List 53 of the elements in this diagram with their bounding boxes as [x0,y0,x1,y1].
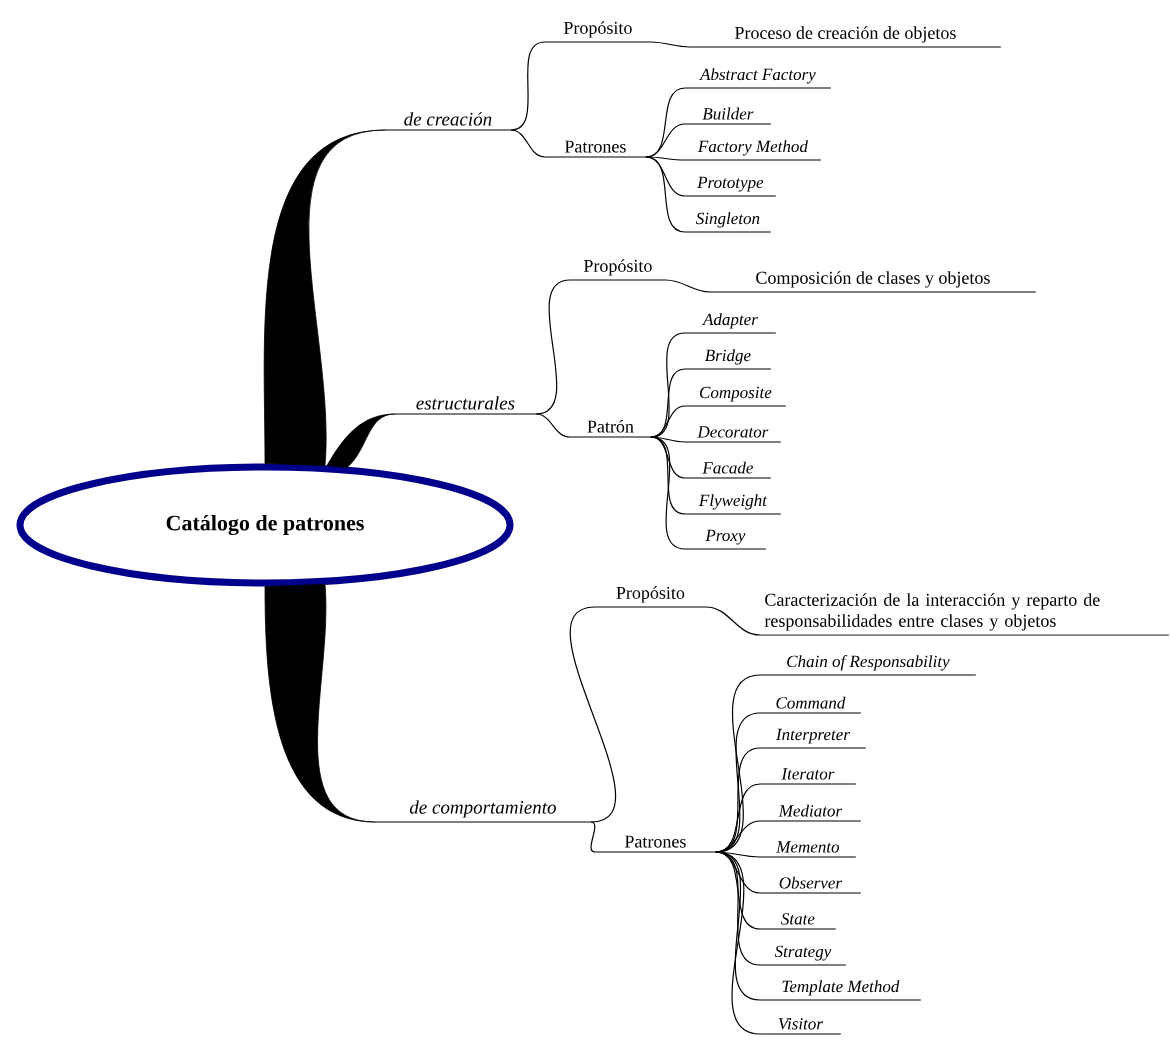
connector-line [570,606,616,823]
branch-label: Proceso de creación de objetos [689,26,1002,48]
connector-line [535,413,571,438]
pattern-label: Visitor [759,1018,842,1035]
pattern-label: Flyweight [684,494,782,515]
pattern-label: Proxy [684,529,767,550]
branch-label: Propósito [544,21,652,43]
pattern-label: Prototype [684,176,777,197]
pattern-label: Chain of Responsability [759,654,977,676]
pattern-label: Template Method [759,980,922,1001]
pattern-label: Observer [759,876,862,894]
pattern-label: State [759,913,837,930]
connector-line [510,41,546,131]
pattern-label: Singleton [684,212,772,233]
branch-label: Patrones [594,835,717,853]
connector-line [715,851,761,858]
pattern-label: Decorator [684,426,782,443]
branch-label: Propósito [569,259,667,281]
branch-label: de comportamiento [374,800,592,823]
connector-line [650,41,691,48]
branch-label: estructurales [394,396,537,415]
connector-line [590,821,596,853]
pattern-label: Abstract Factory [684,68,832,89]
pattern-label: Bridge [684,349,772,370]
pattern-label: Composite [684,386,787,407]
pattern-label: Facade [684,461,772,479]
connector-line [535,279,571,415]
connector-line [705,606,761,636]
branch-wedge [264,584,376,823]
branch-label: Propósito [594,586,707,608]
pattern-label: Strategy [759,945,847,966]
pattern-label: Factory Method [684,140,822,161]
pattern-label: Builder [684,107,772,125]
connector-line [650,436,686,550]
pattern-label: Adapter [684,313,777,334]
connector-line [715,851,761,1035]
pattern-label: Iterator [759,768,857,785]
branch-label: de creación [384,112,512,131]
pattern-label: Interpreter [759,728,867,749]
connector-line [645,156,686,233]
connector-line [650,436,686,443]
branch-label: Composición de clases y objetos [709,271,1037,293]
branch-label: Patrones [544,140,647,158]
pattern-label: Memento [759,841,857,858]
branch-wedge [263,129,386,466]
connector-line [645,156,686,161]
pattern-label: Mediator [759,804,862,822]
pattern-label: Command [759,696,862,714]
connector-line [510,129,546,158]
branch-wedge [326,413,396,468]
description-label: Caracterización de la interacción y reparto de responsabilidades entre clases y objetos [759,593,1170,636]
branch-label: Patrón [569,419,652,438]
connector-line [665,279,711,293]
